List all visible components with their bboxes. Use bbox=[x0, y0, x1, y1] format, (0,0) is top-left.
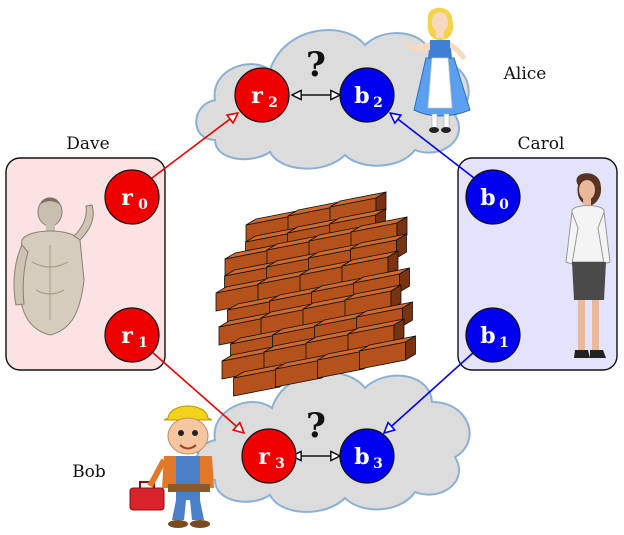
svg-text:2: 2 bbox=[373, 95, 383, 111]
edge-r0-r2 bbox=[151, 113, 238, 179]
node-b2: b 2 bbox=[339, 67, 395, 123]
edge-b1-b3 bbox=[384, 351, 475, 433]
brick-side bbox=[393, 318, 405, 344]
svg-text:0: 0 bbox=[138, 197, 148, 213]
svg-text:1: 1 bbox=[499, 335, 509, 351]
label-carol: Carol bbox=[518, 134, 565, 154]
node-r0: r 0 bbox=[104, 169, 160, 225]
label-alice: Alice bbox=[503, 64, 547, 84]
svg-text:2: 2 bbox=[268, 95, 278, 111]
svg-text:b: b bbox=[480, 185, 495, 211]
brick-side bbox=[390, 284, 402, 310]
girl-in-dress-figure-icon bbox=[406, 7, 471, 133]
question-mark-top: ? bbox=[306, 45, 326, 85]
node-b0: b 0 bbox=[465, 169, 521, 225]
svg-text:0: 0 bbox=[499, 197, 509, 213]
svg-text:b: b bbox=[480, 323, 495, 349]
brick-side bbox=[405, 335, 416, 361]
brick-side bbox=[387, 250, 399, 276]
label-dave: Dave bbox=[66, 134, 109, 154]
question-mark-bottom: ? bbox=[306, 406, 326, 446]
svg-text:r: r bbox=[121, 323, 133, 349]
svg-text:3: 3 bbox=[275, 456, 285, 472]
brick-wall-icon bbox=[215, 191, 416, 397]
builder-figure-icon bbox=[129, 405, 214, 528]
svg-text:1: 1 bbox=[138, 335, 148, 351]
svg-text:r: r bbox=[258, 444, 270, 470]
node-b1: b 1 bbox=[465, 307, 521, 363]
svg-text:r: r bbox=[121, 185, 133, 211]
statue-figure-icon bbox=[13, 197, 94, 336]
edge-b0-b2 bbox=[390, 113, 475, 179]
svg-text:r: r bbox=[251, 83, 263, 109]
node-r1: r 1 bbox=[104, 307, 160, 363]
label-bob: Bob bbox=[72, 462, 106, 482]
node-b3: b 3 bbox=[339, 428, 395, 484]
svg-text:b: b bbox=[354, 83, 369, 109]
svg-text:b: b bbox=[354, 444, 369, 470]
node-r3: r 3 bbox=[241, 428, 297, 484]
businesswoman-figure-icon bbox=[565, 173, 611, 358]
svg-text:3: 3 bbox=[373, 456, 383, 472]
node-r2: r 2 bbox=[234, 67, 290, 123]
edge-r1-r3 bbox=[151, 351, 244, 433]
